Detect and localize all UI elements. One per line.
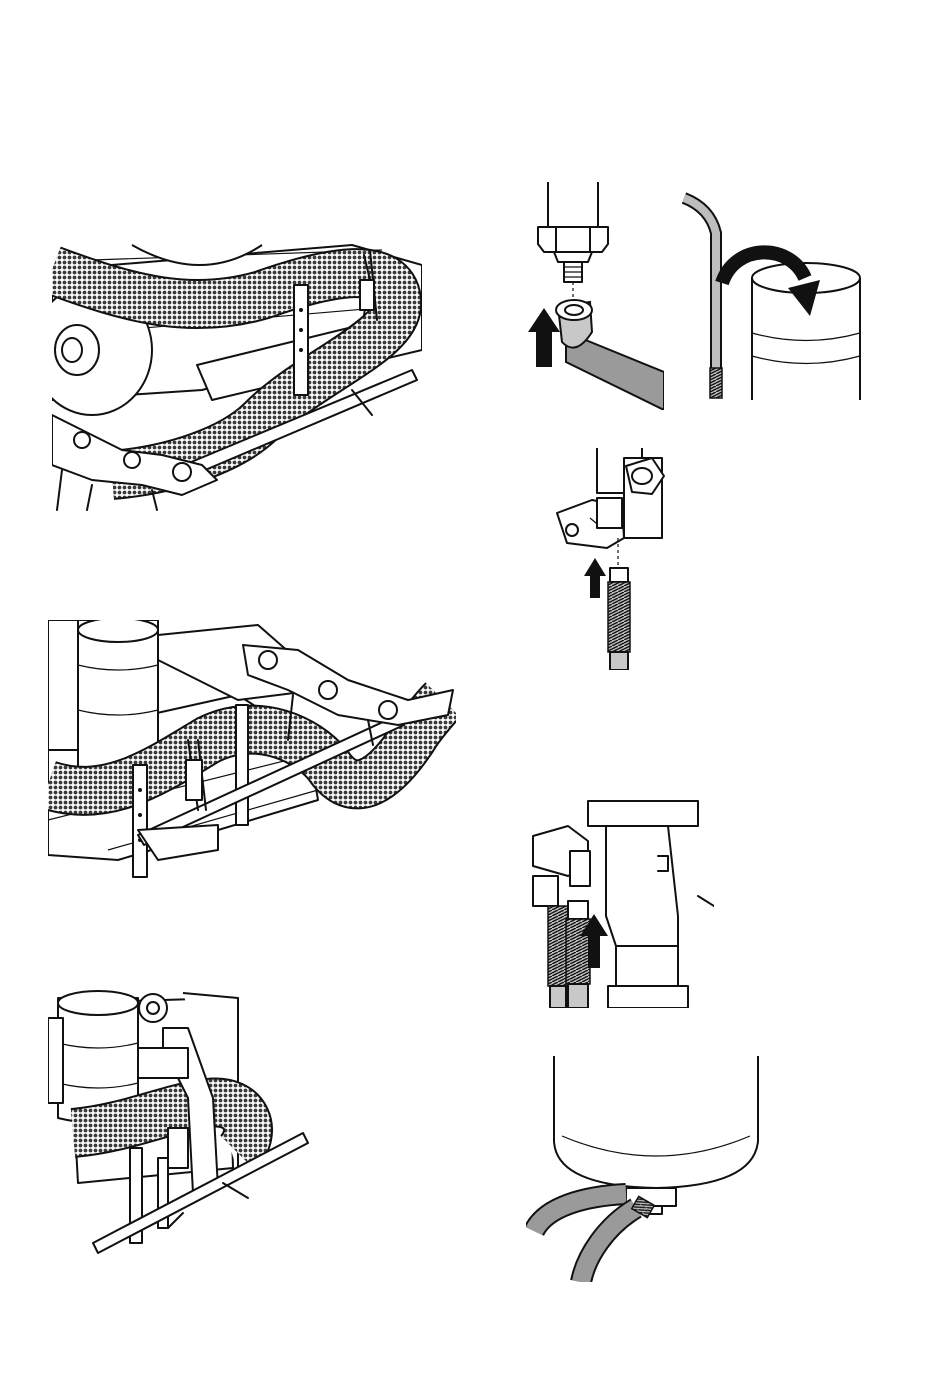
sprayer-on-cart-side-view-icon (48, 620, 456, 882)
figure-suction-tube-bucket (680, 188, 862, 400)
sprayer-folded-upright-icon (48, 988, 310, 1260)
figure-hose-to-filter (528, 796, 714, 1008)
figure-hoses-under-tank (526, 1056, 770, 1282)
figure-pump-outlet-fitting (526, 182, 664, 410)
figure-sprayer-folded (48, 988, 310, 1260)
sprayer-on-cart-rear-view-icon (52, 240, 422, 515)
pump-outlet-fitting-up-arrow-icon (526, 182, 664, 410)
figure-hose-to-valve (552, 448, 672, 670)
figure-sprayer-cart-side (48, 620, 456, 882)
hose-connect-to-filter-icon (528, 796, 714, 1008)
fluid-hose-connect-to-valve-icon (552, 448, 672, 670)
figure-sprayer-cart-rear (52, 240, 422, 515)
suction-tube-into-bucket-arrow-icon (680, 188, 862, 400)
hoses-under-tank-icon (526, 1056, 770, 1282)
